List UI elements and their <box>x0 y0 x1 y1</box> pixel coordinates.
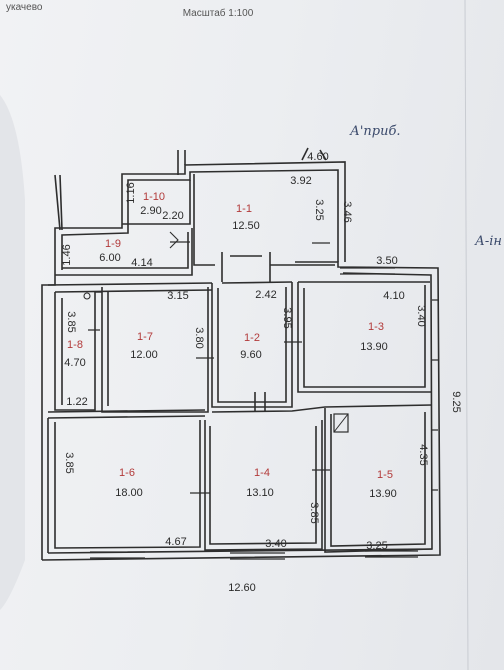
dim-1-5-depth: 4.35 <box>417 444 429 465</box>
room-1-6-area: 18.00 <box>115 487 143 499</box>
page-edge <box>464 0 469 670</box>
room-1-7-number: 1-7 <box>137 331 153 343</box>
room-1-5-area: 13.90 <box>369 488 397 500</box>
room-1-5-number: 1-5 <box>377 469 393 481</box>
entry-arrow <box>169 231 179 249</box>
room-1-4-area: 13.10 <box>246 487 274 499</box>
scale-label: Масштаб 1:100 <box>183 7 254 19</box>
room-1-3-number: 1-3 <box>368 321 384 333</box>
dim-1-9-depth: 1.46 <box>61 244 73 265</box>
dim-1-8-depth: 3.85 <box>65 311 77 332</box>
room-1-1-number: 1-1 <box>236 203 252 215</box>
dim-1-4-depth: 3.85 <box>308 502 320 523</box>
sink-symbol <box>83 292 91 300</box>
annex-label-top: А'приб. <box>349 124 401 139</box>
dim-1-7-depth: 3.80 <box>193 327 205 348</box>
room-1-8-area: 4.70 <box>64 357 85 369</box>
header-fragment: укачево <box>6 2 43 13</box>
dim-total-width: 12.60 <box>228 582 256 594</box>
room-1-10-area: 2.90 <box>140 205 161 217</box>
dim-1-10-depth: 1.16 <box>125 182 137 203</box>
dim-right-depth: 9.25 <box>450 391 462 412</box>
walls <box>41 147 441 561</box>
dim-1-5-width: 3.25 <box>366 540 387 552</box>
dim-1-6-width: 4.67 <box>165 536 186 548</box>
room-1-10-number: 1-10 <box>143 191 165 203</box>
dim-1-1-width: 3.92 <box>290 175 311 187</box>
dim-1-9-width: 4.14 <box>131 257 152 269</box>
dim-1-4-width: 3.40 <box>265 538 286 550</box>
room-1-7-area: 12.00 <box>130 349 158 361</box>
room-1-8-number: 1-8 <box>67 339 83 351</box>
dim-top-width: 4.60 <box>307 151 328 163</box>
room-1-3-area: 13.90 <box>360 341 388 353</box>
room-1-4-number: 1-4 <box>254 467 270 479</box>
dim-1-3-width: 4.10 <box>383 290 404 302</box>
room-1-1-area: 12.50 <box>232 220 260 232</box>
page-curl <box>0 95 25 610</box>
dim-1-2-depth: 3.95 <box>281 307 293 328</box>
room-1-9-area: 6.00 <box>99 252 120 264</box>
room-1-2-number: 1-2 <box>244 332 260 344</box>
stove-symbol <box>333 413 349 433</box>
dim-annex-depth: 3.46 <box>341 201 353 222</box>
annex-label-right: А-ін <box>474 234 502 249</box>
dim-1-1-depth: 3.25 <box>313 199 325 220</box>
dim-1-8-width: 1.22 <box>66 396 87 408</box>
dimensions: 4.60 3.92 3.25 3.46 1.16 2.20 1.46 4.14 … <box>61 151 462 594</box>
dim-1-3-outer-width: 3.50 <box>376 255 397 267</box>
dim-1-3-depth: 3.40 <box>415 305 427 326</box>
room-1-6-number: 1-6 <box>119 467 135 479</box>
dim-1-2-width: 2.42 <box>255 289 276 301</box>
windows <box>90 267 438 560</box>
room-1-9-number: 1-9 <box>105 238 121 250</box>
doors <box>88 241 330 494</box>
dim-1-6-depth: 3.85 <box>63 452 75 473</box>
room-1-2-area: 9.60 <box>240 349 261 361</box>
dim-1-10-width: 2.20 <box>162 210 183 222</box>
room-labels: 1-10 2.90 1-1 12.50 1-9 6.00 1-8 4.70 1-… <box>64 191 396 500</box>
dim-1-7-width: 3.15 <box>167 290 188 302</box>
